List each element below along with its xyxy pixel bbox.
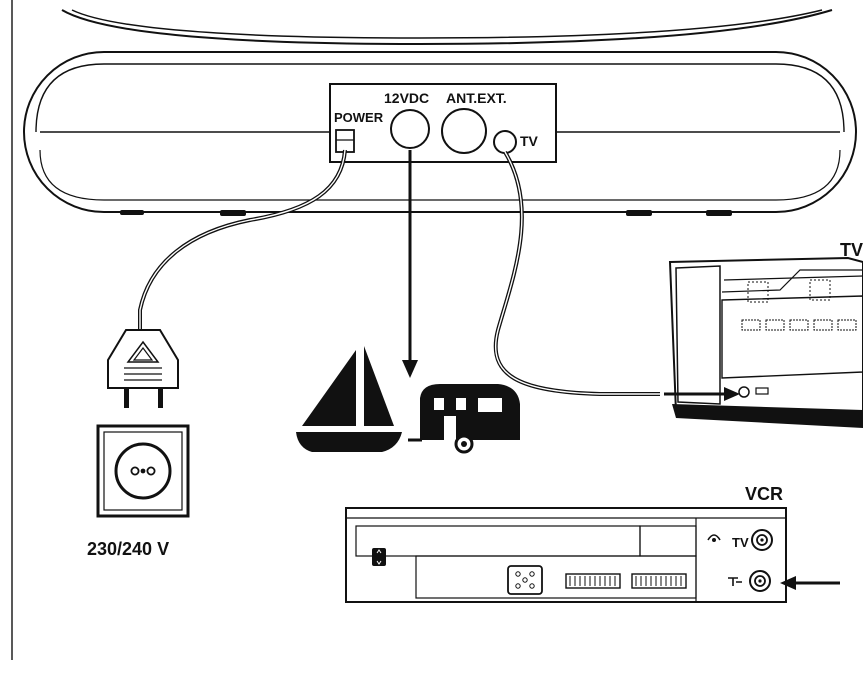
television [668, 256, 863, 428]
tv-cable [493, 150, 660, 396]
antenna-foot [626, 210, 652, 216]
power-cable [138, 149, 347, 330]
tv-socket[interactable] [493, 130, 517, 154]
ant-ext-port-label: ANT.EXT. [446, 90, 507, 106]
vcr-tv-port-label: TV [732, 535, 749, 550]
vcr-input-arrow [780, 576, 840, 590]
tv-port-label: TV [520, 133, 539, 149]
tv-vents [741, 279, 857, 331]
12vdc-port-label: 12VDC [384, 90, 429, 106]
12vdc-socket[interactable] [390, 109, 430, 149]
antenna-unit: POWER 12VDC ANT.EXT. TV [23, 9, 857, 216]
power-port-label: POWER [334, 110, 384, 125]
vcr-device-label: VCR [745, 484, 783, 504]
sailboat-icon [296, 346, 402, 452]
tv-device-label: TV [840, 240, 863, 260]
antenna-foot [220, 210, 246, 216]
euro-plug [107, 329, 179, 408]
vcr-scart-port [631, 573, 687, 589]
vcr-scart-port [565, 573, 621, 589]
vcr-antenna-in-icon [728, 577, 742, 586]
antenna-dome [61, 9, 833, 46]
12vdc-arrow [402, 150, 418, 378]
caravan-icon [408, 384, 520, 454]
vcr-control-pad[interactable] [507, 565, 543, 595]
wall-socket [96, 424, 190, 518]
power-socket[interactable] [335, 129, 355, 153]
vcr: TV [345, 507, 787, 603]
tv-input-arrow [664, 387, 740, 401]
vcr-rf-out-icon [707, 534, 721, 541]
voltage-label: 230/240 V [87, 539, 169, 559]
tv-antenna-input[interactable] [738, 386, 750, 398]
connector-panel [329, 83, 557, 163]
ant-ext-socket[interactable] [441, 108, 487, 154]
vcr-power-button[interactable] [372, 548, 386, 566]
